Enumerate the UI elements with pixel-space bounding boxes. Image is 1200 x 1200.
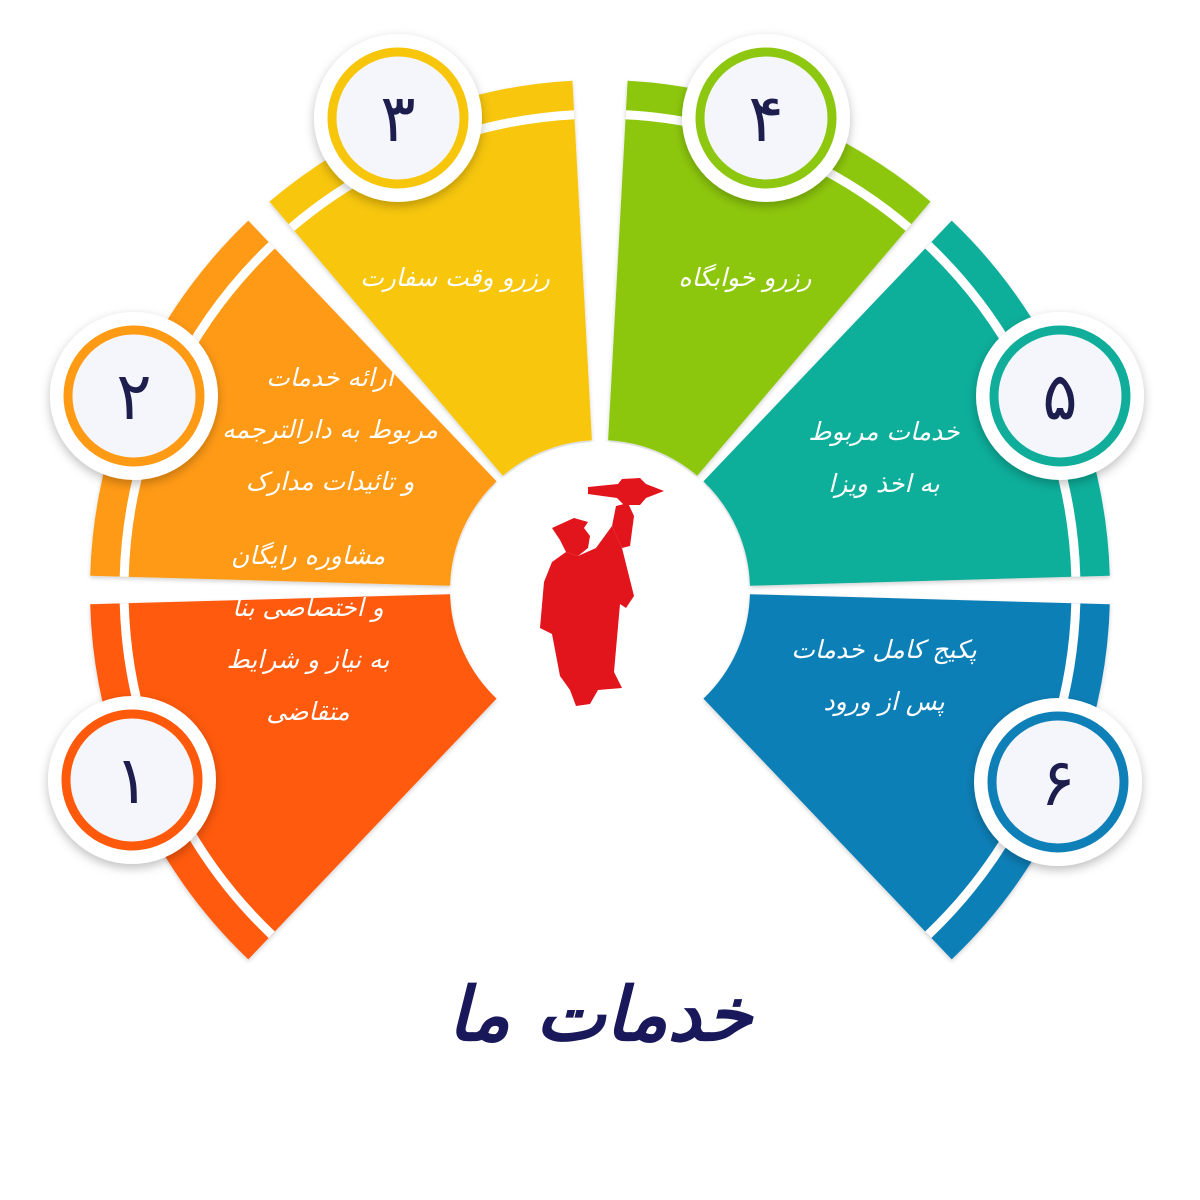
segment-3-text-line: رزرو وقت سفارت [360,263,550,293]
segment-4-text-line: رزرو خوابگاه [678,263,811,293]
segment-5-shape [703,220,1110,586]
segment-1-text-line: متقاضی [266,697,349,726]
number-badge-3: ۳ [314,34,482,202]
segment-6-shape [703,594,1110,960]
number-badge-2: ۲ [50,312,218,480]
number-badge-2-label: ۲ [116,358,151,435]
segment-2-text-line: مربوط به دارالترجمه [222,415,438,445]
number-badge-5: ۵ [976,312,1144,480]
segment-1-shape [90,594,497,960]
number-badge-5-label: ۵ [1042,358,1077,435]
segment-5-text-line: به اخذ ویزا [828,469,940,499]
graduate-silhouette-icon [540,478,664,706]
segment-2-shape [90,220,497,586]
segment-1-text-line: و اختصاصی بنا [232,593,383,623]
diagram-title: خدمات ما [448,972,755,1058]
segment-4-shape [608,80,931,476]
segment-5-text-line: خدمات مربوط [808,417,960,447]
number-badges-group: ۱ ۲ ۳ ۴ ۵ ۶ [48,34,1144,866]
number-badge-6-label: ۶ [1040,744,1075,821]
segment-1-text-line: مشاوره رایگان [231,541,385,571]
number-badge-4-label: ۴ [748,80,783,157]
segments-group [90,80,1110,960]
segment-2-text-line: و تائیدات مدارک [246,467,415,497]
number-badge-1: ۱ [48,696,216,864]
segment-1-text-line: به نیاز و شرایط [227,645,390,675]
segment-2-text-line: ارائه خدمات [266,363,396,393]
segment-texts-group: مشاوره رایگان و اختصاصی بنا به نیاز و شرای… [222,263,977,726]
number-badge-4: ۴ [682,34,850,202]
number-badge-3-label: ۳ [380,80,415,157]
number-badge-6: ۶ [974,698,1142,866]
segment-6-text-line: پس از ورود [823,687,944,717]
segment-6-text-line: پکیج کامل خدمات [791,635,976,665]
number-badge-1-label: ۱ [114,742,149,819]
